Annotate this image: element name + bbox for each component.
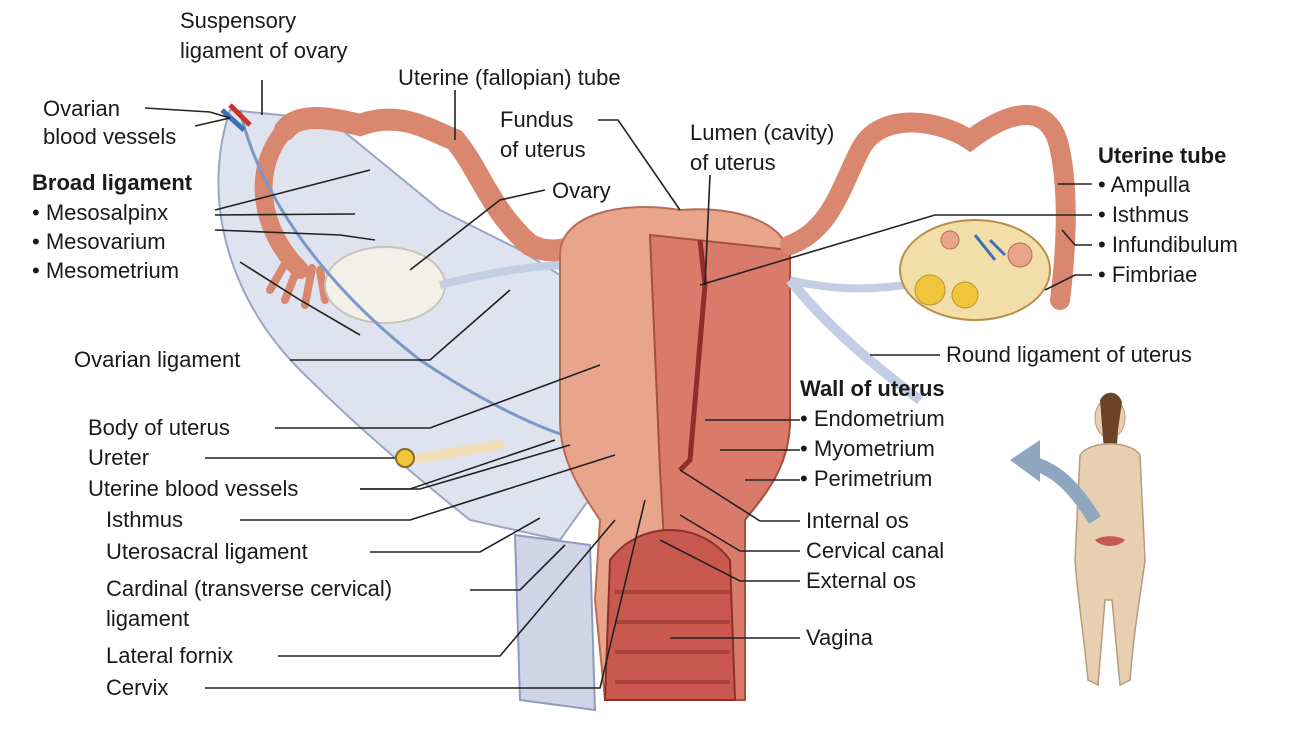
label-cardinal-2: ligament — [106, 606, 190, 631]
label-mesosalpinx: • Mesosalpinx — [32, 200, 169, 225]
label-isthmus: Isthmus — [106, 507, 184, 532]
label-ureter: Ureter — [88, 445, 150, 470]
vagina-canal — [603, 529, 737, 701]
label-ovarian-bv-2: blood vessels — [43, 124, 177, 149]
label-suspensory-2: ligament of ovary — [180, 38, 348, 63]
right-round-ligament — [786, 276, 924, 404]
label-mesometrium: • Mesometrium — [32, 258, 180, 283]
label-body-of-uterus: Body of uterus — [88, 415, 230, 440]
left-fimbriae — [266, 251, 329, 309]
uterine-cavity — [678, 239, 708, 472]
label-ovarian-ligament: Ovarian ligament — [74, 347, 241, 372]
label-uterine-fallopian-tube: Uterine (fallopian) tube — [398, 65, 621, 90]
vagina-fold-3 — [615, 650, 730, 654]
vagina-fold-4 — [615, 680, 730, 684]
label-external-os: External os — [806, 568, 917, 593]
label-lateral-fornix: Lateral fornix — [106, 643, 234, 668]
ureter-path — [415, 440, 505, 463]
label-uterosacral: Uterosacral ligament — [106, 539, 308, 564]
label-broad-ligament: Broad ligament — [32, 170, 193, 195]
label-ampulla: • Ampulla — [1098, 172, 1191, 197]
broad-ligament-sheet — [217, 108, 612, 542]
label-uterine-tube-heading: Uterine tube — [1098, 143, 1227, 168]
label-wall-of-uterus: Wall of uterus — [800, 376, 945, 401]
label-ovarian-bv-1: Ovarian — [43, 96, 121, 121]
blood-vessels-left — [238, 109, 581, 442]
label-endometrium: • Endometrium — [800, 406, 945, 431]
vagina-fold-1 — [615, 590, 730, 594]
left-ovary — [324, 246, 446, 324]
label-ovary: Ovary — [552, 178, 611, 203]
label-infundibulum: • Infundibulum — [1098, 232, 1238, 257]
leader-lines — [144, 80, 1092, 689]
label-isthmus-tube: • Isthmus — [1098, 202, 1189, 227]
label-perimetrium: • Perimetrium — [800, 466, 933, 491]
ureter — [395, 448, 415, 468]
vagina-fold-2 — [615, 620, 730, 624]
label-fundus-1: Fundus — [500, 107, 574, 132]
label-cervix: Cervix — [106, 675, 169, 700]
label-cervical-canal: Cervical canal — [806, 538, 945, 563]
label-lumen-2: of uterus — [690, 150, 776, 175]
label-vagina: Vagina — [806, 625, 873, 650]
label-suspensory-1: Suspensory — [180, 8, 297, 33]
label-fundus-2: of uterus — [500, 137, 586, 162]
label-uterine-blood-vessels: Uterine blood vessels — [88, 476, 299, 501]
arrow-head — [1010, 440, 1040, 482]
label-round-ligament: Round ligament of uterus — [946, 342, 1192, 367]
right-fallopian-tube — [780, 105, 1076, 310]
label-internal-os: Internal os — [806, 508, 909, 533]
label-mesovarium: • Mesovarium — [32, 229, 166, 254]
label-fimbriae: • Fimbriae — [1098, 262, 1198, 287]
label-cardinal-1: Cardinal (transverse cervical) — [106, 576, 393, 601]
label-lumen-1: Lumen (cavity) — [690, 120, 835, 145]
woman-figure — [1074, 392, 1146, 687]
label-myometrium: • Myometrium — [800, 436, 935, 461]
right-ovarian-ligament — [789, 276, 906, 293]
cardinal-ligament-sheet — [513, 533, 597, 712]
